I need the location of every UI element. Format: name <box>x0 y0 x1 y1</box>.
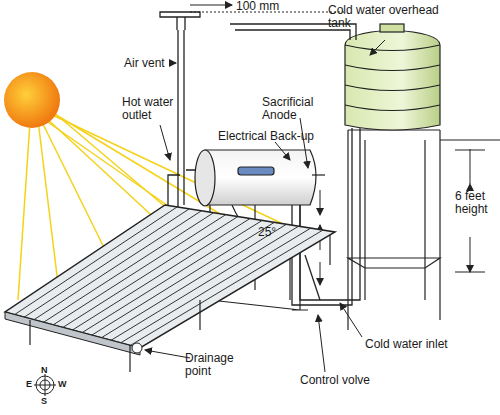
sun <box>4 72 60 128</box>
dimension-label: 6 feet height <box>455 190 497 216</box>
overhead-tank <box>345 24 440 130</box>
dimension-label: 100 mm <box>236 0 316 13</box>
compass <box>34 374 56 396</box>
part-label: Electrical Back-up <box>218 130 328 143</box>
absorber-tube <box>111 226 299 340</box>
tank-stand <box>348 130 500 330</box>
compass-letter: S <box>41 396 53 406</box>
absorber-tube <box>63 217 238 328</box>
hot-water-tank <box>195 150 325 206</box>
dim-leader <box>190 5 232 6</box>
part-label: Control volve <box>300 374 390 387</box>
absorber-tube <box>101 224 286 337</box>
angle-label: 25° <box>258 226 288 239</box>
solar-panel <box>5 205 335 372</box>
part-label: Drainage point <box>185 352 245 378</box>
leader-lines <box>145 40 385 372</box>
compass-letter: E <box>26 379 38 389</box>
absorber-tube <box>82 220 262 332</box>
part-label: Air vent <box>124 57 174 70</box>
part-label: Hot water outlet <box>122 96 182 122</box>
part-label: Cold water inlet <box>365 338 475 351</box>
absorber-tube <box>130 230 323 345</box>
absorber-tube <box>121 228 311 343</box>
absorber-tube <box>92 222 275 335</box>
compass-letter: N <box>41 365 53 375</box>
compass-letter: W <box>58 379 70 389</box>
part-label: Sacrificial Anode <box>262 96 332 122</box>
part-label: Cold water overhead tank <box>328 4 448 30</box>
absorber-tube <box>73 219 251 331</box>
absorber-tube <box>44 213 214 323</box>
